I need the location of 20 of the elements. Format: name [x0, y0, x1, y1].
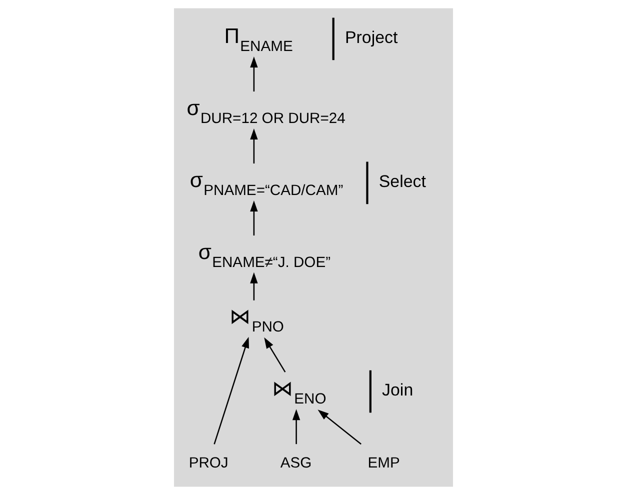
- arrow: [250, 128, 258, 164]
- node-text: ⋈$_{PNO}$: [230, 306, 284, 336]
- arrow: [250, 272, 258, 300]
- arrow: [250, 200, 258, 236]
- node-text: Π$_{ENAME}$: [224, 25, 293, 56]
- arrow: [214, 336, 249, 444]
- arrow: [318, 410, 362, 445]
- arrow: [264, 337, 286, 372]
- label: Select: [378, 172, 426, 191]
- label: Project: [345, 28, 398, 47]
- label: Join: [382, 380, 414, 400]
- node-text: PROJ: [188, 455, 228, 472]
- arrow: [250, 56, 258, 92]
- node-text: ⋈$_{ENO}$: [272, 378, 326, 408]
- arrow: [292, 409, 300, 444]
- node-text: ASG: [280, 455, 312, 472]
- node-text: σ$_{PNAME=“CAD/CAM”}$: [190, 169, 344, 200]
- node-text: σ$_{ENAME≠“J. DOE”}$: [198, 241, 331, 272]
- node-text: σ$_{DUR=12 OR DUR=24}$: [186, 97, 346, 128]
- node-text: EMP: [368, 455, 400, 472]
